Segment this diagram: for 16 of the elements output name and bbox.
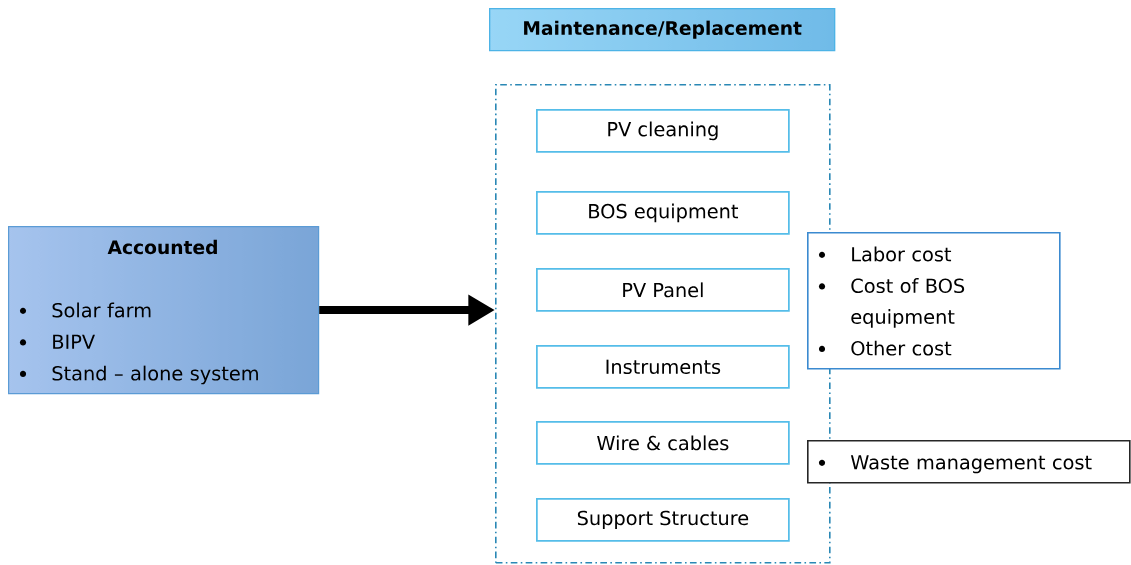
list-item: Labor cost xyxy=(852,246,952,262)
list-item: Waste management cost xyxy=(850,455,1092,474)
header-box: Maintenance/Replacement xyxy=(489,8,836,52)
component-box: Support Structure xyxy=(536,498,790,542)
group-frame xyxy=(495,84,831,564)
list-item: Cost of BOS equipment xyxy=(851,278,965,328)
component-box: Instruments xyxy=(536,345,790,389)
box-heading: Accounted xyxy=(107,239,217,255)
component-box: Wire & cables xyxy=(536,421,790,465)
list-item: BIPV xyxy=(53,334,95,349)
list-item: Solar farm xyxy=(52,302,151,318)
list-item: Other cost xyxy=(851,340,952,356)
component-box: PV Panel xyxy=(536,268,790,312)
component-box: BOS equipment xyxy=(536,191,790,235)
list-item: Stand – alone system xyxy=(52,365,258,385)
component-box: PV cleaning xyxy=(536,109,790,153)
